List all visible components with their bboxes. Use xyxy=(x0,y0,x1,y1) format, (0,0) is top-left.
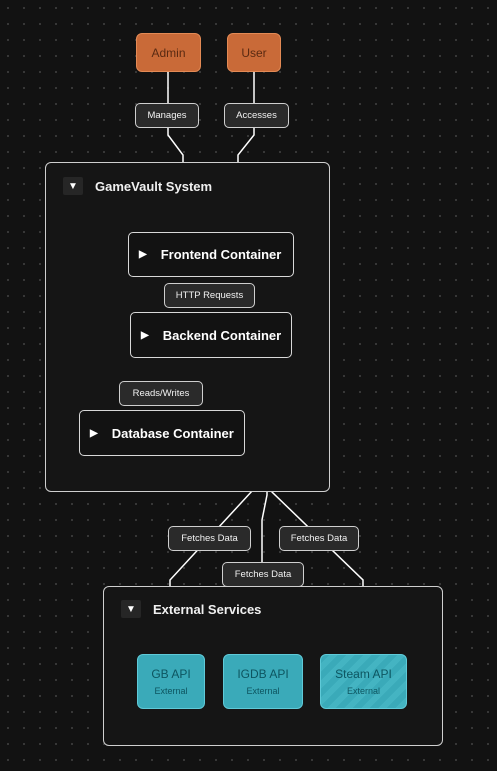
steam-api-node[interactable]: Steam API External xyxy=(320,654,407,709)
database-container[interactable]: ▶ Database Container xyxy=(79,410,245,456)
expand-icon[interactable]: ▶ xyxy=(139,249,147,260)
external-services-title: External Services xyxy=(153,601,262,617)
gb-api-name: GB API xyxy=(151,667,191,681)
admin-actor[interactable]: Admin xyxy=(136,33,201,72)
igdb-api-node[interactable]: IGDB API External xyxy=(223,654,303,709)
external-services-header: ▼ External Services xyxy=(121,600,261,618)
user-actor[interactable]: User xyxy=(227,33,281,72)
edge-label-reads-writes[interactable]: Reads/Writes xyxy=(119,381,203,406)
edge-label-http-requests[interactable]: HTTP Requests xyxy=(164,283,255,308)
gamevault-system-header: ▼ GameVault System xyxy=(63,177,212,195)
user-label: User xyxy=(241,45,267,60)
edge-label-accesses[interactable]: Accesses xyxy=(224,103,289,128)
expand-icon[interactable]: ▶ xyxy=(141,329,149,341)
admin-label: Admin xyxy=(151,45,186,60)
igdb-api-name: IGDB API xyxy=(237,667,289,681)
steam-api-type: External xyxy=(346,686,381,696)
gb-api-type: External xyxy=(154,686,188,696)
frontend-container-label: Frontend Container xyxy=(160,247,282,262)
igdb-api-type: External xyxy=(246,686,280,696)
backend-container[interactable]: ▶ Backend Container xyxy=(130,312,292,358)
frontend-container[interactable]: ▶ Frontend Container xyxy=(128,232,294,277)
edge-label-fetches-data-igdb[interactable]: Fetches Data xyxy=(222,562,304,587)
expand-icon[interactable]: ▶ xyxy=(90,427,98,439)
steam-api-name: Steam API xyxy=(335,667,392,681)
edge-label-fetches-data-steam[interactable]: Fetches Data xyxy=(279,526,359,551)
gamevault-system-title: GameVault System xyxy=(95,178,213,194)
edge-label-fetches-data-gb[interactable]: Fetches Data xyxy=(168,526,251,551)
backend-container-label: Backend Container xyxy=(162,327,282,343)
gb-api-node[interactable]: GB API External xyxy=(137,654,205,709)
collapse-toggle-icon[interactable]: ▼ xyxy=(121,600,141,618)
database-container-label: Database Container xyxy=(111,425,234,441)
collapse-toggle-icon[interactable]: ▼ xyxy=(63,177,83,195)
edge-label-manages[interactable]: Manages xyxy=(135,103,199,128)
